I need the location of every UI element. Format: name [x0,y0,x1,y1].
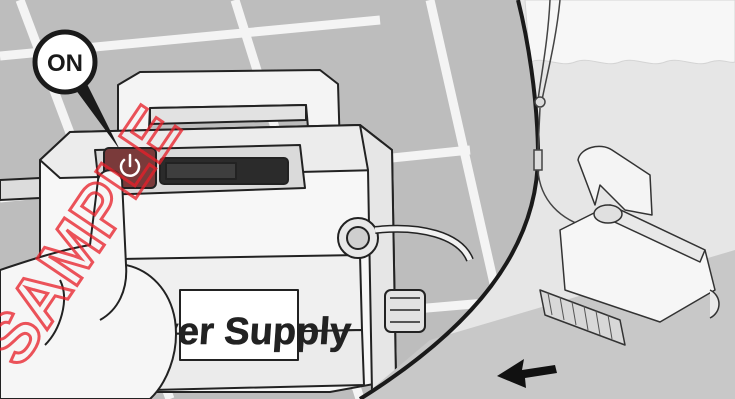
power-supply-label: ver Supply [155,311,352,353]
callout-label: ON [47,50,83,77]
